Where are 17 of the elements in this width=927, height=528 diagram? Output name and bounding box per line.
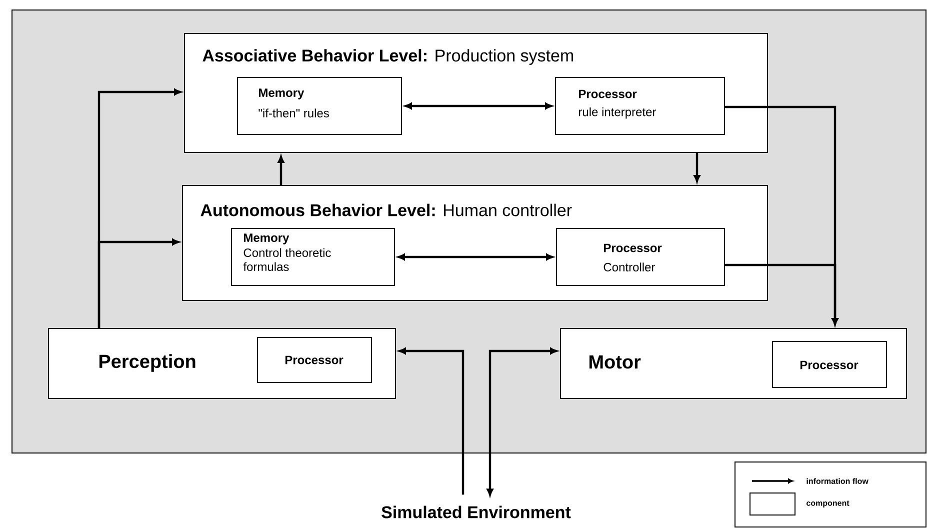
arrow bbox=[278, 156, 284, 185]
processor-box: Processor bbox=[772, 341, 887, 388]
environment-label: Simulated Environment bbox=[382, 506, 571, 518]
arrow bbox=[404, 102, 552, 110]
memory-box: Memory "if-then" rules bbox=[237, 77, 402, 135]
arrow bbox=[398, 348, 464, 495]
arrow bbox=[398, 254, 554, 260]
processor-box: Processor rule interpreter bbox=[555, 77, 725, 135]
arrow bbox=[486, 348, 558, 496]
processor-box: Processor Controller bbox=[556, 228, 725, 286]
legend-label: component bbox=[806, 500, 850, 508]
arrow bbox=[98, 238, 180, 328]
arrow bbox=[694, 153, 700, 182]
legend-label: information flow bbox=[806, 478, 868, 484]
arrow bbox=[725, 264, 838, 326]
memory-box: Memory Control theoretic formulas bbox=[231, 228, 395, 286]
processor-box: Processor bbox=[257, 337, 372, 383]
